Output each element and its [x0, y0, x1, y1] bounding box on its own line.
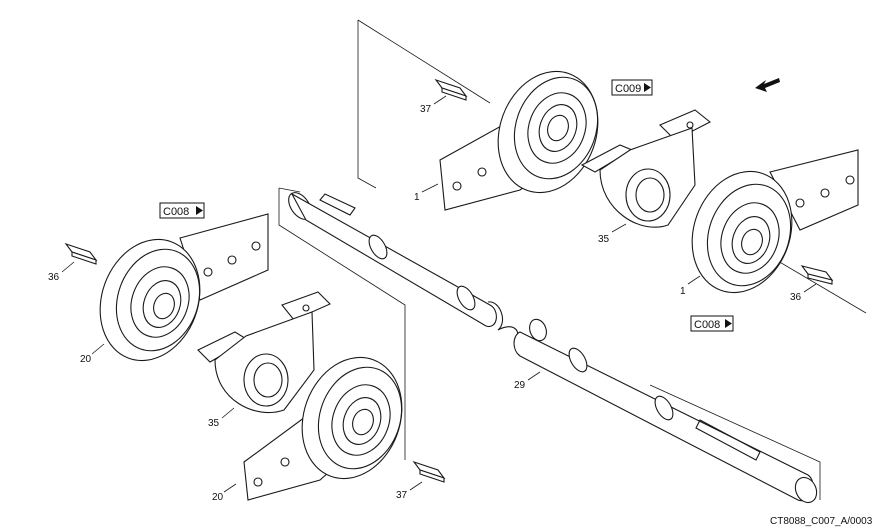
callout-35-left: 35 — [208, 418, 220, 429]
leader-lines — [61, 95, 817, 493]
pillow-block-part-35-top — [580, 109, 712, 228]
callout-1-right: 1 — [680, 286, 686, 297]
bearing-part-1-right — [691, 170, 793, 294]
callout-37-bottom: 37 — [396, 490, 408, 501]
callout-20-bottom: 20 — [212, 492, 224, 503]
callout-37-top: 37 — [420, 104, 432, 115]
triangle-right-icon — [644, 83, 651, 92]
triangle-right-icon — [725, 319, 732, 328]
callout-35-top: 35 — [598, 234, 610, 245]
callout-29: 29 — [514, 380, 526, 391]
callout-36-right: 36 — [790, 292, 802, 303]
key-part-37-bottom — [412, 460, 446, 483]
reference-c009-top[interactable]: C009 — [611, 79, 653, 96]
direction-arrow-icon — [755, 78, 780, 92]
bearing-part-20-bottom — [301, 356, 403, 480]
shaft-part-29 — [288, 192, 818, 504]
reference-label-left: C008 — [163, 206, 189, 218]
callout-20-left: 20 — [80, 354, 92, 365]
key-part-36-right — [800, 265, 834, 285]
reference-c008-right[interactable]: C008 — [690, 315, 734, 332]
reference-label-right: C008 — [694, 319, 720, 331]
bearing-part-1-top — [497, 70, 599, 194]
callout-1-top: 1 — [414, 192, 420, 203]
reference-c008-left[interactable]: C008 — [159, 202, 205, 219]
key-part-37-top — [434, 78, 468, 101]
pillow-block-part-35-left — [197, 291, 331, 414]
triangle-right-icon — [196, 206, 203, 215]
callout-labels: 37 1 35 1 36 36 20 35 20 37 29 — [48, 104, 802, 503]
reference-label-top: C009 — [615, 83, 641, 95]
drawing-code: CT8088_C007_A/0003 — [770, 516, 873, 527]
callout-36-left: 36 — [48, 272, 60, 283]
key-part-36-left — [64, 242, 98, 265]
bearing-part-20-left — [99, 238, 201, 362]
plane-lower — [278, 187, 821, 500]
